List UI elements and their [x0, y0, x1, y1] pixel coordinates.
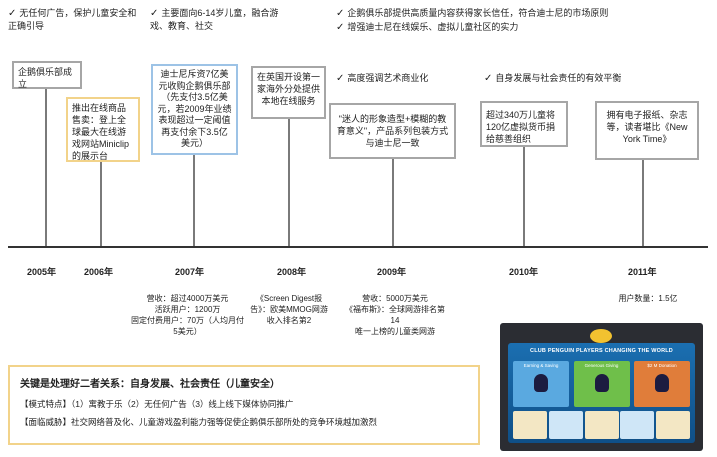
- stats-text: 营收：超过4000万美元 活跃用户：1200万 固定付费用户：70万（人均月付5…: [131, 294, 244, 336]
- photo-banner: CLUB PENGUIN PLAYERS CHANGING THE WORLD …: [508, 343, 695, 443]
- card-text: 迪士尼斥资7亿美元收购企鹅俱乐部（先支付3.5亿美元，若2009年业绩表现超过一…: [157, 69, 232, 148]
- check-icon: ✓: [336, 8, 345, 19]
- photo-tile: [656, 411, 690, 439]
- summary-threat: 【面临威胁】社交网络普及化、儿童游戏盈利能力强等促使企鹅俱乐部所处的竞争环境越加…: [20, 417, 378, 427]
- card-text: "迷人的形象造型+模糊的教育意义"，产品系列包装方式与迪士尼一致: [336, 114, 449, 148]
- card-2011-media: 拥有电子报纸、杂志等，读者堪比《New York Time》: [595, 101, 699, 160]
- bullet-text: 高度强调艺术商业化: [347, 73, 429, 83]
- card-2010-donation: 超过340万儿童将120亿虚拟货币捐给慈善组织: [480, 101, 568, 147]
- photo-panel: Generous Giving: [573, 361, 630, 407]
- stats-text: 营收：5000万美元 《福布斯》：全球网游排名第14 唯一上榜的儿童类网游: [345, 294, 445, 336]
- photo-caption: CLUB PENGUIN PLAYERS CHANGING THE WORLD: [530, 348, 673, 354]
- card-text: 企鹅俱乐部成立: [18, 67, 73, 89]
- stats-2009: 营收：5000万美元 《福布斯》：全球网游排名第14 唯一上榜的儿童类网游: [345, 293, 445, 337]
- connector-lines: [45, 85, 644, 246]
- summary-title: 关键是处理好二者关系：自身发展、社会责任（儿童安全）: [20, 379, 280, 390]
- card-text: 超过340万儿童将120亿虚拟货币捐给慈善组织: [486, 110, 556, 144]
- photo-panel-row: Earning & Saving Generous Giving $2 M Do…: [513, 361, 690, 407]
- year-2011: 2011年: [628, 267, 657, 277]
- check-icon: ✓: [484, 73, 493, 84]
- card-text: 在英国开设第一家海外分处提供本地在线服务: [257, 72, 321, 106]
- club-penguin-display-photo: CLUB PENGUIN PLAYERS CHANGING THE WORLD …: [500, 323, 703, 451]
- bullet-balance: ✓自身发展与社会责任的有效平衡: [484, 72, 621, 85]
- photo-penguin-icon: [594, 374, 609, 392]
- photo-panel-label: Earning & Saving: [523, 363, 559, 368]
- year-2010: 2010年: [509, 267, 539, 277]
- stats-2007: 营收：超过4000万美元 活跃用户：1200万 固定付费用户：70万（人均月付5…: [130, 293, 245, 337]
- bullet-text: 主要面向6-14岁儿童，融合游戏、教育、社交: [150, 8, 279, 31]
- photo-tile: [548, 411, 583, 439]
- bullet-text: 企鹅俱乐部提供高质量内容获得家长信任，符合迪士尼的市场原则: [347, 8, 609, 18]
- photo-panel-label: Generous Giving: [584, 363, 619, 368]
- check-icon: ✓: [336, 73, 345, 84]
- photo-penguin-icon: [655, 374, 669, 392]
- photo-bottom-row: [513, 411, 690, 439]
- bullet-no-ads: ✓无任何广告，保护儿童安全和正确引导: [8, 7, 138, 32]
- bullet-parent-trust: ✓企鹅俱乐部提供高质量内容获得家长信任，符合迪士尼的市场原则: [336, 7, 608, 20]
- year-2007: 2007年: [175, 267, 205, 277]
- bullet-text: 无任何广告，保护儿童安全和正确引导: [8, 8, 137, 31]
- bullet-disney-strength: ✓增强迪士尼在线娱乐、虚拟儿童社区的实力: [336, 21, 518, 34]
- photo-penguin-icon: [534, 374, 548, 392]
- summary-model: 【模式特点】（1）寓教于乐（2）无任何广告（3）线上线下媒体协同推广: [20, 399, 294, 409]
- photo-panel: $2 M Donation: [634, 361, 690, 407]
- card-2007-acquisition: 迪士尼斥资7亿美元收购企鹅俱乐部（先支付3.5亿美元，若2009年业绩表现超过一…: [151, 64, 238, 155]
- bullet-text: 增强迪士尼在线娱乐、虚拟儿童社区的实力: [347, 22, 519, 32]
- bullet-art-commerce: ✓高度强调艺术商业化: [336, 72, 428, 85]
- photo-tile: [584, 411, 619, 439]
- timeline-axis: [8, 246, 708, 248]
- card-text: 拥有电子报纸、杂志等，读者堪比《New York Time》: [606, 110, 688, 144]
- card-2006-online-store: 推出在线商品售卖：登上全球最大在线游戏网站Miniclip的展示台: [66, 97, 140, 162]
- check-icon: ✓: [150, 8, 159, 19]
- card-2008-uk-office: 在英国开设第一家海外分处提供本地在线服务: [251, 66, 326, 119]
- photo-tile: [513, 411, 547, 439]
- bullet-text: 自身发展与社会责任的有效平衡: [495, 73, 622, 83]
- check-icon: ✓: [336, 22, 345, 33]
- stats-text: 《Screen Digest报告》：欧美MMOG网游收入排名第2: [250, 294, 328, 325]
- photo-logo: [590, 329, 612, 343]
- card-2005-founded: 企鹅俱乐部成立: [12, 61, 82, 89]
- stats-2011: 用户数量：1.5亿: [608, 293, 688, 304]
- photo-tile: [620, 411, 655, 439]
- photo-panel: Earning & Saving: [513, 361, 569, 407]
- year-2009: 2009年: [377, 267, 407, 277]
- year-2008: 2008年: [277, 267, 307, 277]
- bullet-audience: ✓主要面向6-14岁儿童，融合游戏、教育、社交: [150, 7, 280, 32]
- summary-box: 关键是处理好二者关系：自身发展、社会责任（儿童安全） 【模式特点】（1）寓教于乐…: [8, 365, 480, 445]
- card-text: 推出在线商品售卖：登上全球最大在线游戏网站Miniclip的展示台: [72, 103, 130, 161]
- year-2005: 2005年: [27, 267, 57, 277]
- stats-text: 用户数量：1.5亿: [618, 294, 678, 303]
- year-2006: 2006年: [84, 267, 114, 277]
- card-2009-product-style: "迷人的形象造型+模糊的教育意义"，产品系列包装方式与迪士尼一致: [329, 103, 456, 159]
- photo-panel-label: $2 M Donation: [647, 363, 677, 368]
- check-icon: ✓: [8, 8, 17, 19]
- stats-2008: 《Screen Digest报告》：欧美MMOG网游收入排名第2: [250, 293, 328, 326]
